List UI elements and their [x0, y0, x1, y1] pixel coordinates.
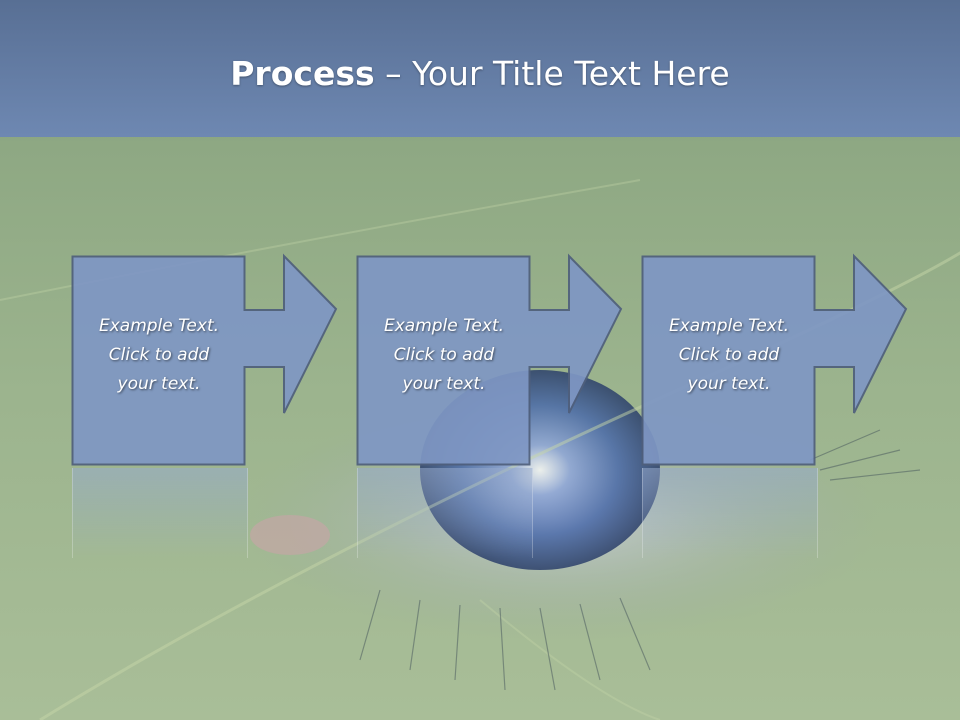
step-text-line: Example Text.: [98, 316, 220, 336]
step-text[interactable]: Example Text. Click to add your text.: [82, 312, 236, 399]
step-arrow-shape: [356, 253, 623, 466]
process-step-1[interactable]: Example Text. Click to add your text.: [71, 253, 432, 558]
step-text-line: Click to add: [678, 345, 780, 365]
step-reflection: [642, 468, 818, 558]
step-arrow-shape: [641, 253, 908, 466]
step-text-line: your text.: [402, 374, 486, 394]
step-text-line: your text.: [687, 374, 771, 394]
title-rest: – Your Title Text Here: [374, 54, 730, 93]
slide-title[interactable]: Process – Your Title Text Here: [0, 52, 960, 96]
process-step-3[interactable]: Example Text. Click to add your text.: [641, 253, 960, 558]
process-step-2[interactable]: Example Text. Click to add your text.: [356, 253, 717, 558]
step-arrow-shape: [71, 253, 338, 466]
step-reflection: [72, 468, 248, 558]
step-text[interactable]: Example Text. Click to add your text.: [652, 312, 806, 399]
title-bar: [0, 0, 960, 137]
step-text-line: Click to add: [393, 345, 495, 365]
step-text-line: Example Text.: [383, 316, 505, 336]
step-text-line: Example Text.: [668, 316, 790, 336]
step-reflection: [357, 468, 533, 558]
step-text[interactable]: Example Text. Click to add your text.: [367, 312, 521, 399]
step-text-line: your text.: [117, 374, 201, 394]
title-bold: Process: [230, 54, 375, 93]
step-text-line: Click to add: [108, 345, 210, 365]
